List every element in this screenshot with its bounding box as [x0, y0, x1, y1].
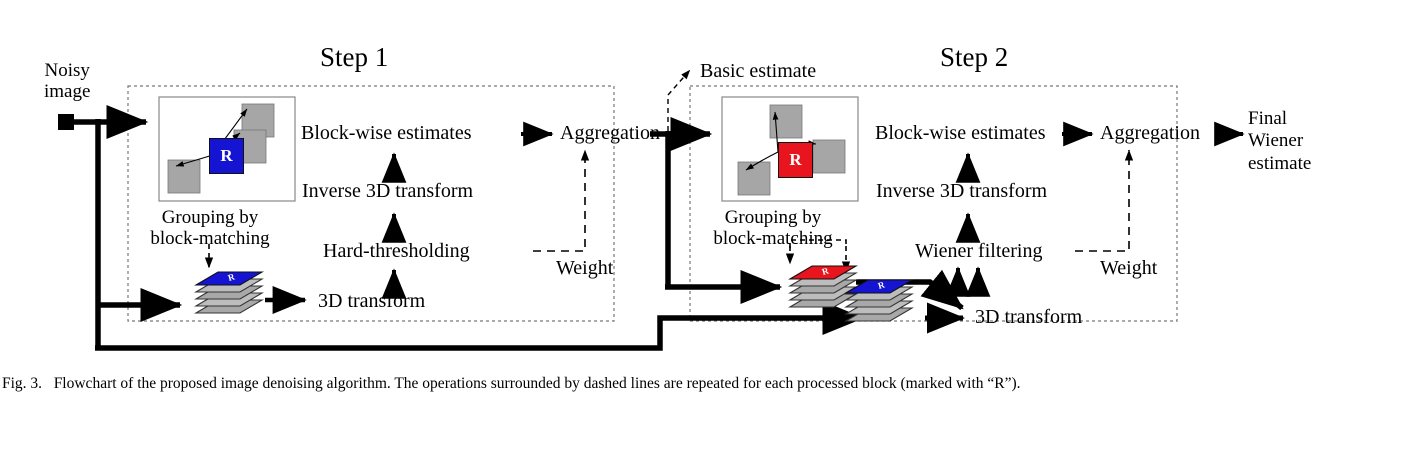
figure-caption: Fig. 3. Flowchart of the proposed image … [2, 373, 1417, 395]
step1-dashed-boundary [127, 85, 615, 322]
step2-node-weight: Weight [1100, 257, 1158, 279]
step1-group-stack: R [193, 271, 265, 314]
step1-reference-block-R: R [209, 138, 244, 174]
step1-reference-marker-label: R [220, 146, 233, 165]
step2-reference-marker-label: R [789, 150, 802, 169]
step1-grouping-caption: Grouping by block-matching [150, 207, 270, 250]
step1-title: Step 1 [320, 42, 389, 72]
step1-node-hard-thresholding: Hard-thresholding [323, 240, 470, 262]
svg-text:R: R [877, 279, 886, 291]
dashed-basic-estimate-tap [667, 69, 691, 131]
step1-match-arrow-3 [175, 154, 214, 167]
basic-estimate-label: Basic estimate [700, 60, 817, 82]
step2-match-arrow-3 [745, 151, 779, 171]
flowchart-canvas: R R R R [44, 42, 1312, 351]
step2-candidate-block-1 [769, 104, 803, 139]
step2-title: Step 2 [940, 42, 1009, 72]
step1-candidate-block-3 [167, 159, 201, 194]
flowchart-vector-layer: R R R [58, 69, 1245, 351]
step2-node-block-wise-estimates: Block-wise estimates [875, 122, 1046, 144]
noisy-image-label: Noisy image [44, 60, 91, 103]
step2-reference-block-R: R [778, 142, 813, 178]
step1-node-aggregation: Aggregation [560, 122, 660, 144]
figure-caption-text: Flowchart of the proposed image denoisin… [53, 375, 1021, 392]
step2-node-3d-transform: 3D transform [975, 306, 1083, 328]
step1-node-3d-transform: 3D transform [318, 290, 426, 312]
step2-candidate-block-3 [737, 161, 771, 196]
step2-grouping-caption: Grouping by block-matching [713, 207, 833, 250]
step1-node-block-wise-estimates: Block-wise estimates [301, 122, 472, 144]
figure-caption-label: Fig. 3. [2, 375, 43, 392]
step2-group-stack-blue: R [843, 279, 915, 322]
step2-group-stack-red: R [787, 265, 859, 308]
final-wiener-estimate-label: Final Wiener estimate [1248, 108, 1312, 174]
step2-node-aggregation: Aggregation [1100, 122, 1200, 144]
step1-node-inverse-3d-transform: Inverse 3D transform [302, 180, 474, 202]
svg-text:R: R [821, 265, 830, 277]
step1-node-weight: Weight [556, 257, 614, 279]
svg-text:R: R [227, 271, 236, 283]
step2-node-inverse-3d-transform: Inverse 3D transform [876, 180, 1048, 202]
wire-noisy-to-step2-lower-stack [95, 300, 865, 351]
dashed-s2-weight-to-aggregation [1075, 149, 1134, 252]
dashed-s2-grouping-branch [789, 239, 847, 248]
dashed-s1-weight-to-aggregation [533, 149, 590, 252]
step2-node-wiener-filtering: Wiener filtering [915, 240, 1043, 262]
step2-dashed-boundary [689, 85, 1178, 322]
step2-candidate-block-2 [812, 139, 846, 174]
step2-match-arrow-1 [772, 111, 779, 153]
